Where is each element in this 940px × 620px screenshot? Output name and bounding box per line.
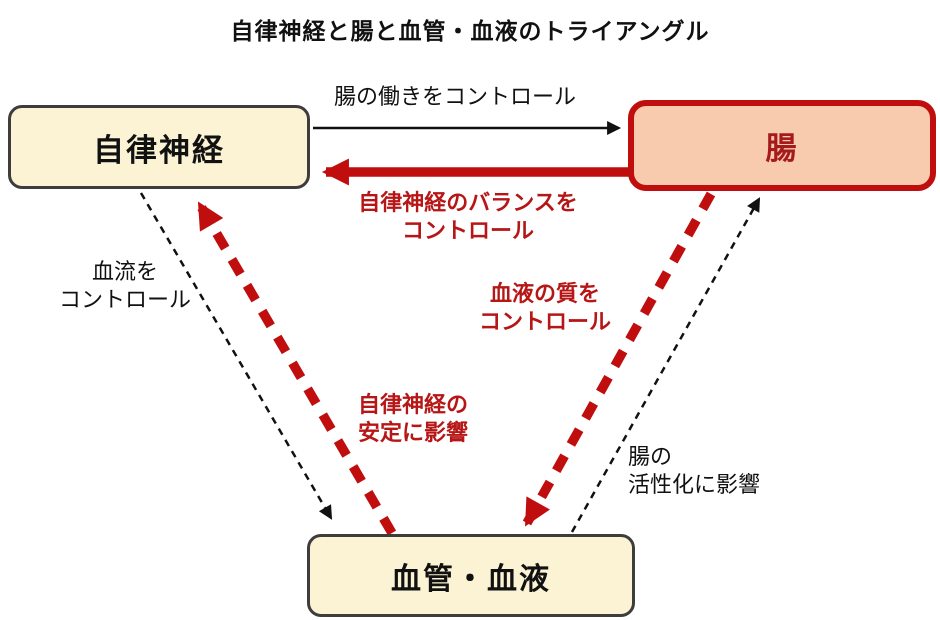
- edge-label-control-autonomic-balance: 自律神経のバランスを コントロール: [358, 191, 578, 244]
- edge-label-affect-autonomic-stability: 自律神経の 安定に影響: [358, 393, 469, 446]
- arrow-intestine-to-blood: [522, 191, 716, 527]
- edge-label-control-blood-flow: 血流を コントロール: [58, 260, 191, 313]
- arrow-autonomic-to-blood: [139, 192, 333, 520]
- node-blood-vessels: 血管・血液: [307, 534, 635, 617]
- arrow-blood-to-autonomic: [195, 201, 397, 536]
- node-intestine: 腸: [628, 100, 936, 191]
- edge-label-affect-intestine-activation: 腸の 活性化に影響: [628, 445, 761, 498]
- edge-label-control-intestine-function: 腸の働きをコントロール: [333, 85, 576, 110]
- diagram-title: 自律神経と腸と血管・血液のトライアングル: [230, 19, 710, 45]
- node-intestine-label: 腸: [765, 131, 799, 167]
- edge-label-control-blood-quality: 血液の質を コントロール: [478, 282, 611, 335]
- node-blood-vessels-label: 血管・血液: [391, 561, 551, 597]
- node-autonomic-nerve-label: 自律神経: [93, 132, 225, 169]
- node-autonomic-nerve: 自律神経: [8, 105, 310, 189]
- arrow-blood-to-intestine: [570, 197, 761, 533]
